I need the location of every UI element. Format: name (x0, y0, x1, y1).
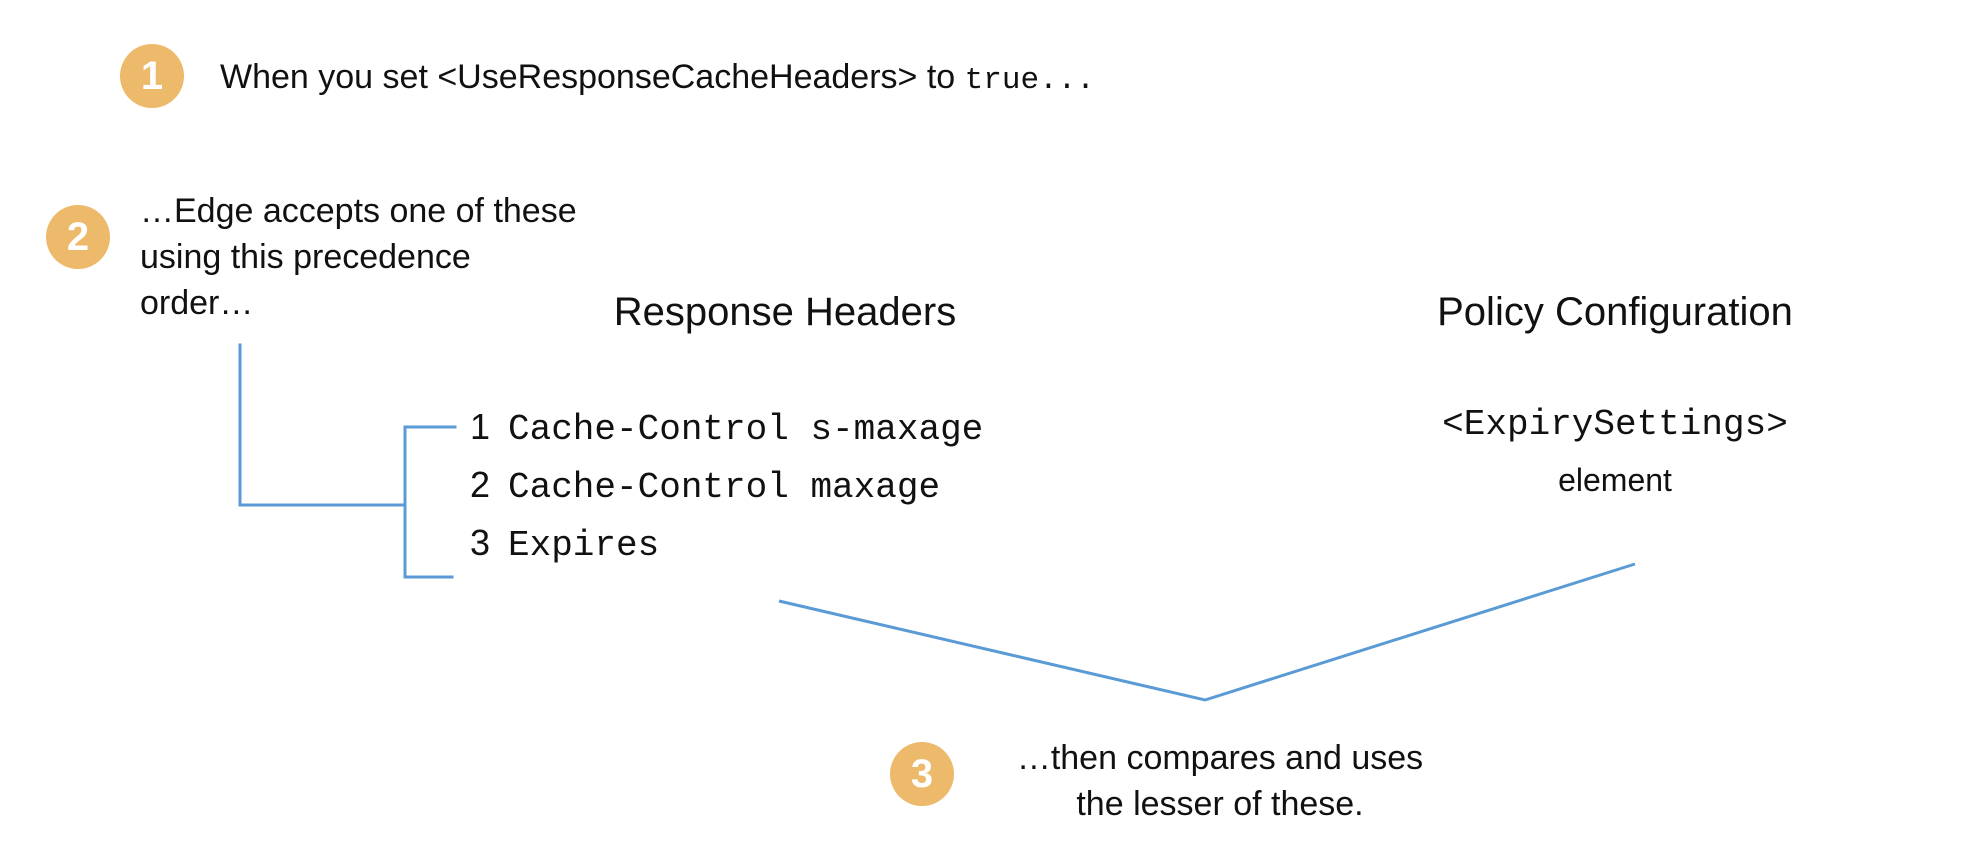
step-1-text: When you set <UseResponseCacheHeaders> t… (220, 54, 1420, 104)
list-item-number: 1 (470, 406, 491, 447)
policy-configuration-heading: Policy Configuration (1437, 290, 1793, 334)
list-item: 3 Expires (470, 522, 1090, 580)
policy-element-kind: element (1558, 462, 1672, 498)
list-item-number: 3 (470, 522, 491, 563)
step-3-text: …then compares and uses the lesser of th… (1016, 739, 1424, 823)
list-item: 2 Cache-Control maxage (470, 464, 1090, 522)
precedence-feed-connector (238, 343, 407, 507)
step-1-text-mono: true... (964, 63, 1095, 98)
step-badge-2: 2 (46, 205, 110, 269)
list-item: 1 Cache-Control s-maxage (470, 406, 1090, 464)
step-1-text-plain: When you set <UseResponseCacheHeaders> t… (220, 58, 965, 96)
list-item-number: 2 (470, 464, 491, 505)
step-badge-3: 3 (890, 742, 954, 806)
response-headers-list: 1 Cache-Control s-maxage 2 Cache-Control… (470, 406, 1090, 580)
list-item-label: Expires (508, 525, 660, 566)
response-headers-heading: Response Headers (613, 290, 957, 334)
step-2-text: …Edge accepts one of these using this pr… (140, 192, 577, 322)
step-badge-1: 1 (120, 44, 184, 108)
compare-v-connector (778, 562, 1636, 702)
list-bracket-connector (403, 425, 457, 579)
policy-element-name: <ExpirySettings> (1442, 404, 1788, 445)
list-item-label: Cache-Control maxage (508, 467, 941, 508)
list-item-label: Cache-Control s-maxage (508, 409, 984, 450)
